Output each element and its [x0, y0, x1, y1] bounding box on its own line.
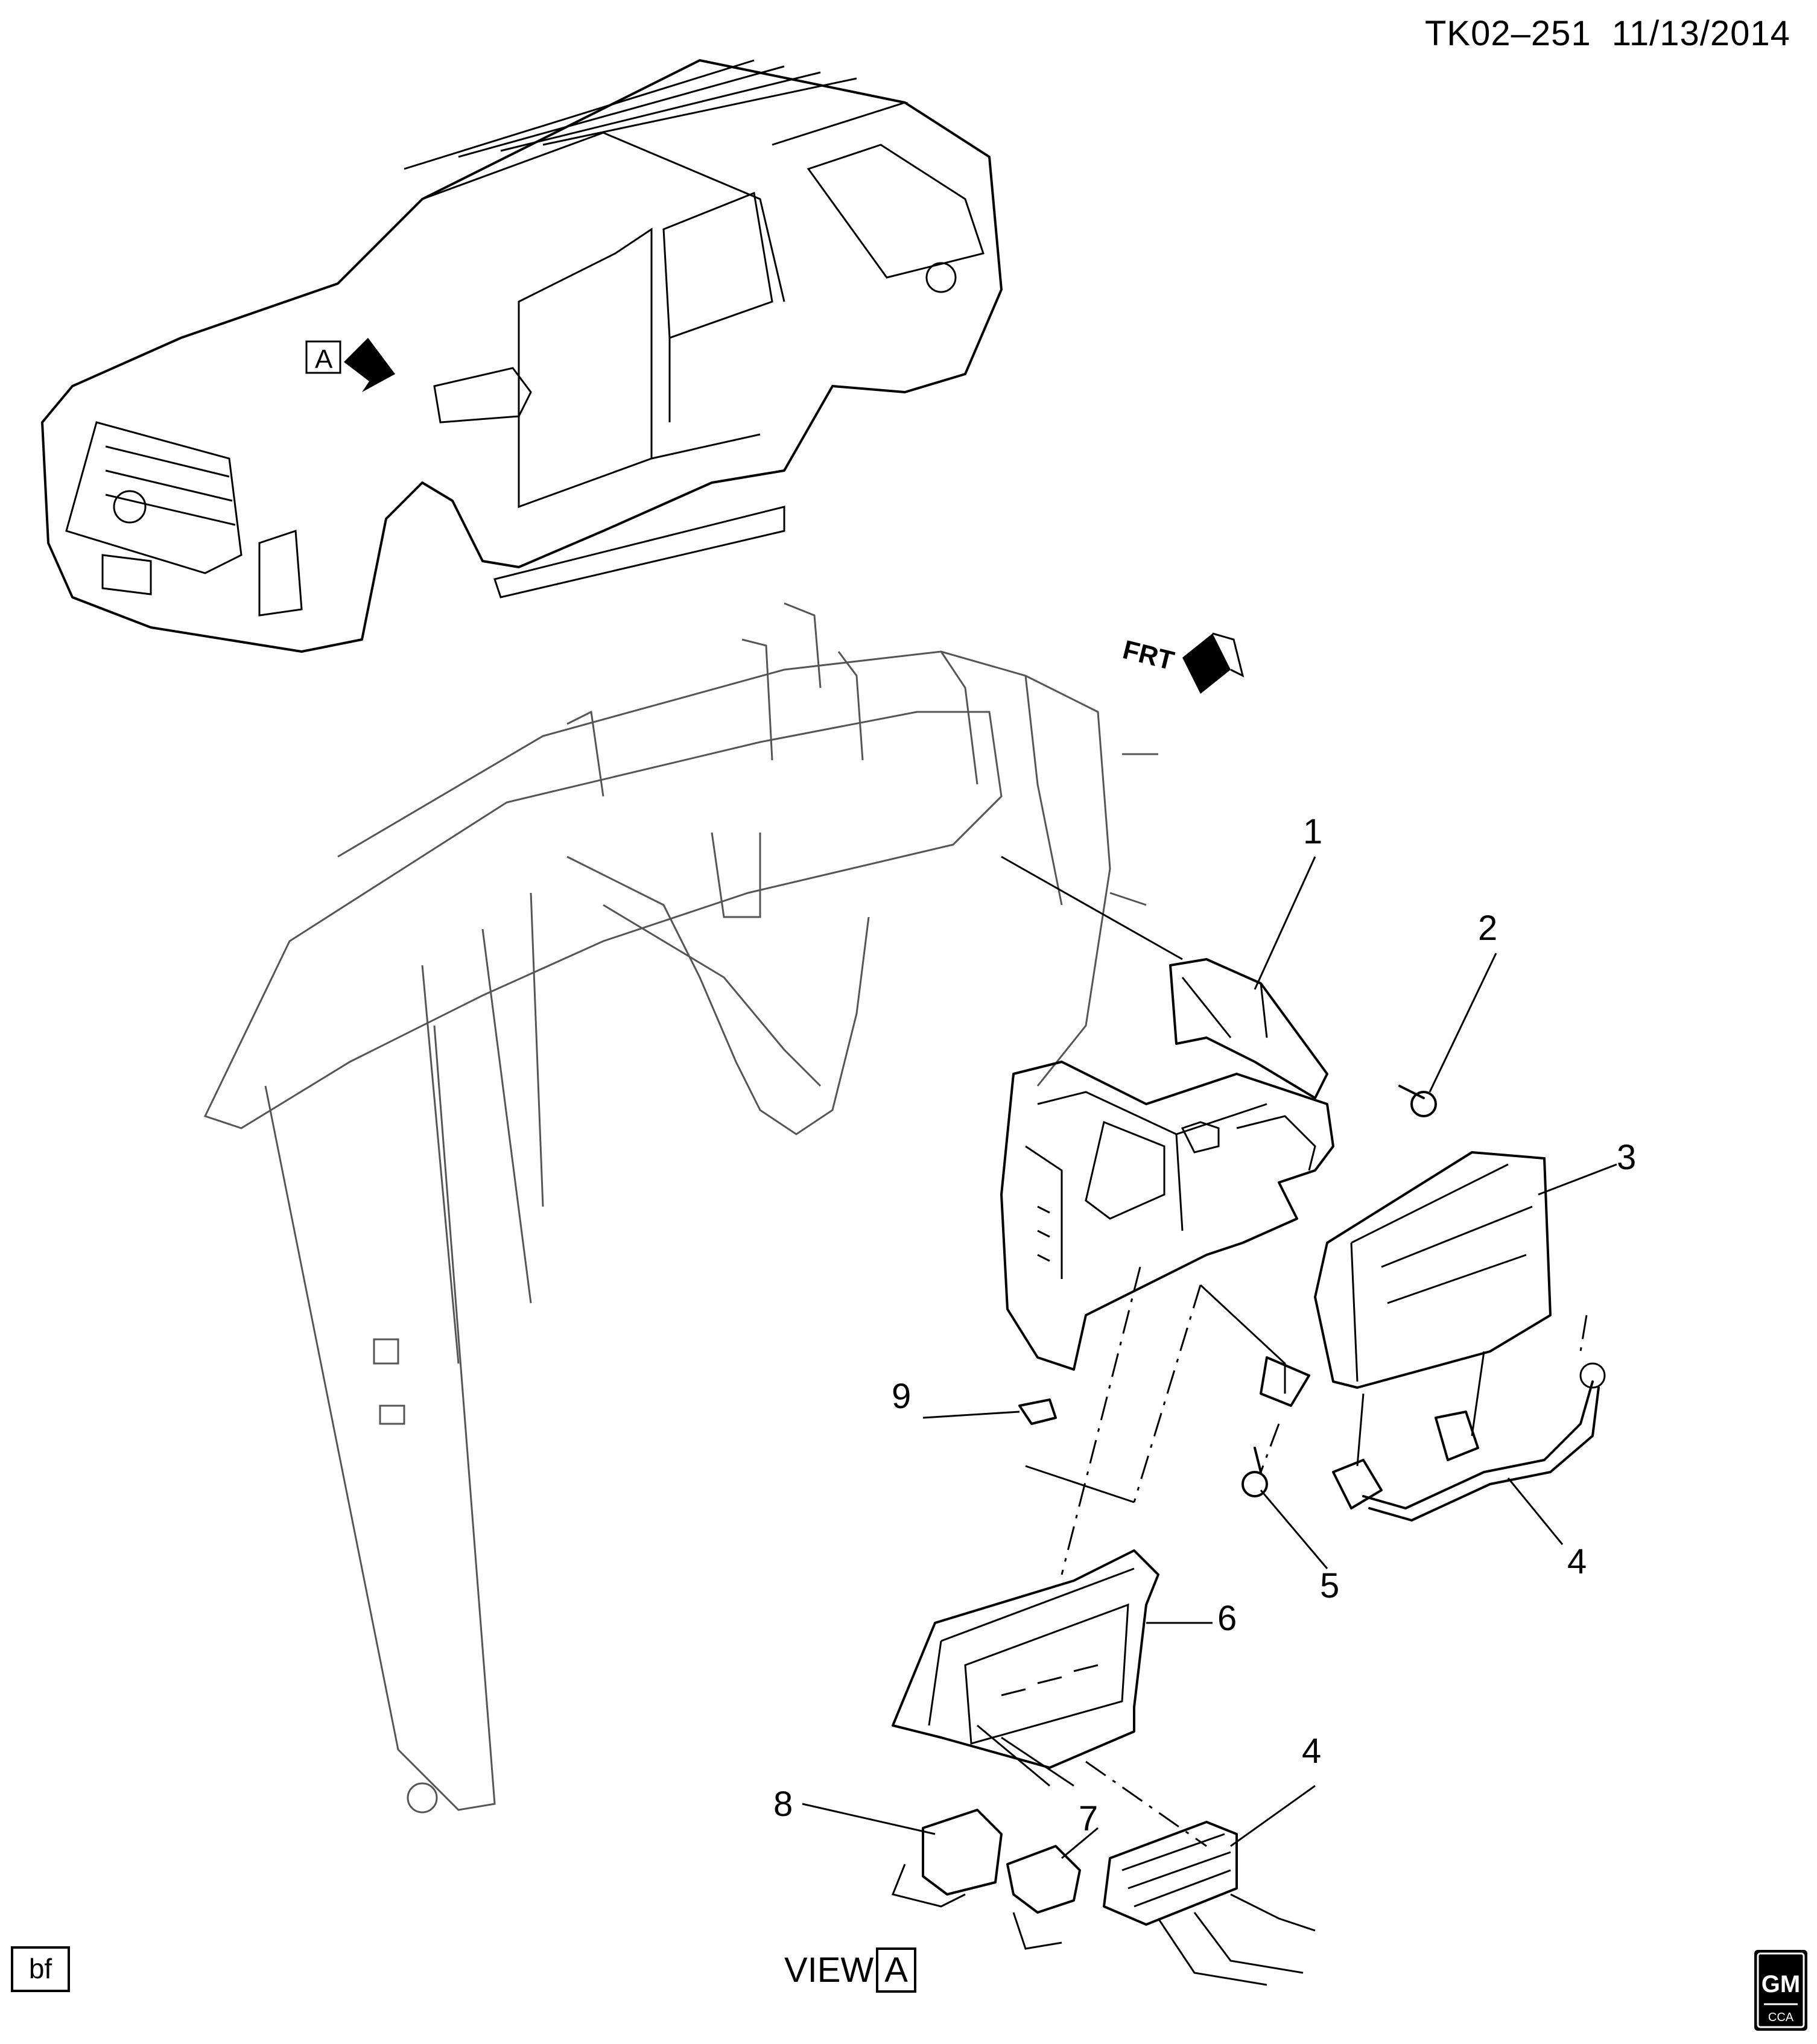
callout-leaders	[802, 856, 1617, 1859]
part-2-bolt	[1398, 1085, 1437, 1117]
gm-logo-text: GM	[1762, 1971, 1800, 1998]
callout-8: 8	[773, 1785, 793, 1824]
gm-logo-subtext: CCA	[1768, 2011, 1794, 2024]
gm-logo: GM CCA	[1754, 1950, 1807, 2031]
part-1-bracket	[1169, 958, 1328, 1099]
view-a-marker-text: A	[315, 344, 333, 374]
callout-4: 4	[1567, 1542, 1587, 1581]
callout-2: 2	[1478, 909, 1498, 948]
callout-4-lower: 4	[1302, 1731, 1322, 1771]
diagram-id: TK02–251 11/13/2014	[1425, 13, 1790, 54]
callout-7: 7	[1079, 1799, 1099, 1838]
part-9-clip	[1018, 1398, 1057, 1425]
reference-lines	[977, 855, 1588, 1847]
view-letter-box: A	[876, 1947, 916, 1993]
callout-3: 3	[1617, 1138, 1637, 1177]
author-initials: bf	[11, 1946, 70, 1992]
callout-6: 6	[1217, 1599, 1237, 1638]
part-7-connector	[1006, 1845, 1081, 1950]
part-5-screw	[1241, 1447, 1268, 1497]
module-holder	[1000, 1061, 1334, 1371]
part-8-connector	[891, 1809, 1003, 1908]
diagram-number: TK02–251	[1425, 14, 1591, 53]
frt-text: FRT	[1120, 635, 1177, 676]
vehicle-illustration: A	[41, 59, 1003, 653]
callout-1: 1	[1303, 812, 1323, 851]
callout-9: 9	[892, 1377, 912, 1416]
front-direction-arrow: FRT	[1120, 632, 1245, 694]
part-4-harness-upper	[1332, 1362, 1606, 1522]
part-6-control-module	[892, 1549, 1159, 1769]
frame-structure	[203, 602, 1158, 1814]
view-prefix: VIEW	[784, 1950, 874, 1990]
callout-5: 5	[1320, 1566, 1340, 1605]
part-3-module	[1260, 1151, 1552, 1407]
part-4-connector-lower	[1103, 1821, 1316, 1986]
diagram-date: 11/13/2014	[1611, 14, 1790, 53]
